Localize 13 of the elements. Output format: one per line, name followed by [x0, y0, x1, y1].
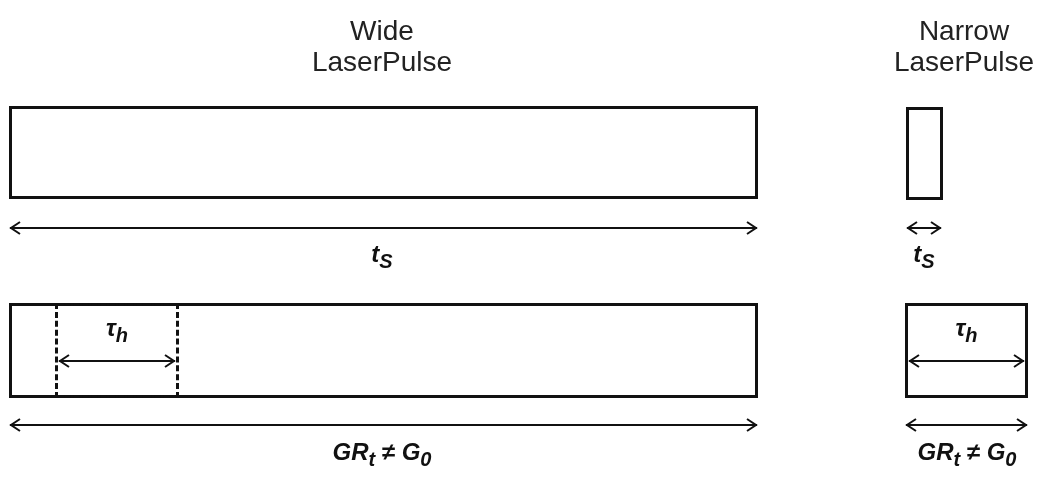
column-heading: Wide LaserPulse — [310, 16, 454, 78]
symbol-label: τ$_{h}$ — [106, 316, 128, 345]
dashed-window-box — [55, 303, 179, 398]
pulse-box — [905, 303, 1028, 398]
column-heading: Narrow LaserPulse — [892, 16, 1036, 78]
symbol-label: τ$_{h}$ — [955, 316, 978, 345]
symbol-label: t$_{S}$ — [913, 242, 935, 271]
symbol-label: GR$_{t}$ ≠ G$_{0}$ — [332, 440, 432, 469]
symbol-label: GR$_{t}$ ≠ G$_{0}$ — [917, 440, 1017, 469]
pulse-box — [906, 107, 943, 200]
pulse-box — [9, 106, 758, 199]
symbol-label: t$_{S}$ — [371, 242, 393, 271]
pulse-box — [9, 303, 758, 398]
